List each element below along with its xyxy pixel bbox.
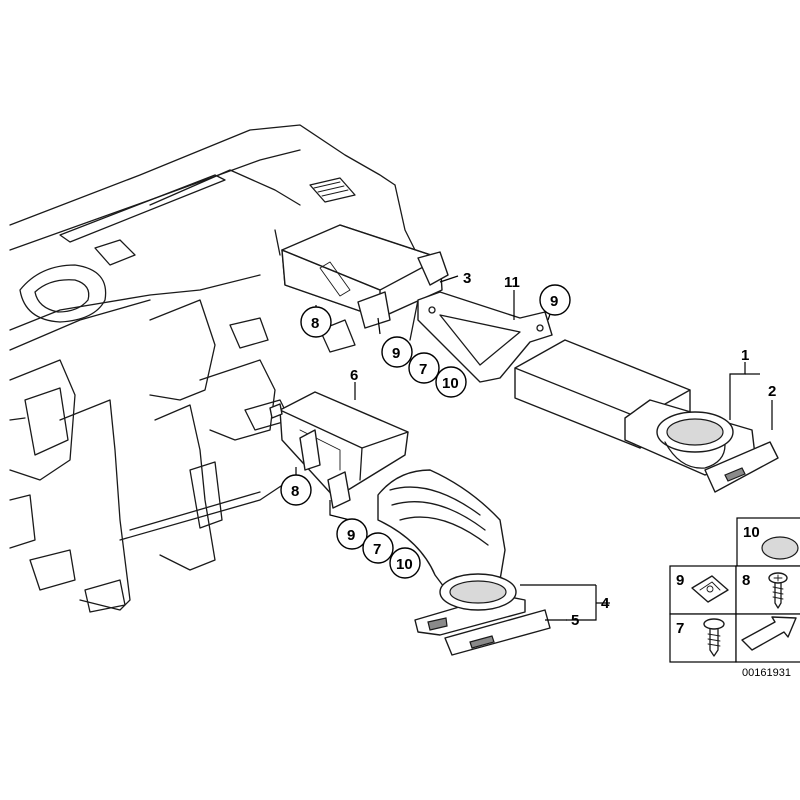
legend-10: 10 <box>743 524 760 541</box>
callout-6: 6 <box>350 367 358 384</box>
callouts: 3 11 1 2 6 4 5 8 9 7 10 9 8 9 7 10 <box>280 270 776 629</box>
callout-3: 3 <box>463 270 471 287</box>
part-6-duct <box>269 391 409 509</box>
legend-9: 9 <box>676 572 684 589</box>
cap-plug-icon <box>761 536 799 560</box>
bolt-icon <box>703 618 725 657</box>
direction-arrow-icon <box>741 616 797 651</box>
callout-2: 2 <box>768 383 776 400</box>
callout-9-lower: 9 <box>347 527 355 544</box>
callout-5: 5 <box>571 612 579 629</box>
callout-8-lower: 8 <box>291 483 299 500</box>
callout-11: 11 <box>504 274 520 291</box>
callout-10-upper: 10 <box>442 375 459 392</box>
part-4-duct <box>377 469 551 656</box>
diagram-reference: 00161931 <box>742 667 791 679</box>
dashboard-outline <box>9 124 421 613</box>
callout-10-lower: 10 <box>396 556 413 573</box>
clip-nut-icon <box>691 575 729 603</box>
callout-8-upper: 8 <box>311 315 319 332</box>
callout-9-bracket: 9 <box>550 293 558 310</box>
screw-icon <box>768 572 788 609</box>
callout-9-upper: 9 <box>392 345 400 362</box>
callout-1: 1 <box>741 347 749 364</box>
part-11-bracket <box>417 291 553 383</box>
parts-legend: 10 9 8 7 <box>669 517 800 663</box>
callout-7-upper: 7 <box>419 361 427 378</box>
part-1-cupholder <box>514 339 779 493</box>
part-3-duct <box>281 224 449 329</box>
leader-lines <box>295 275 773 621</box>
callout-7-lower: 7 <box>373 541 381 558</box>
legend-8: 8 <box>742 572 750 589</box>
callout-4: 4 <box>601 595 610 612</box>
legend-7: 7 <box>676 620 684 637</box>
